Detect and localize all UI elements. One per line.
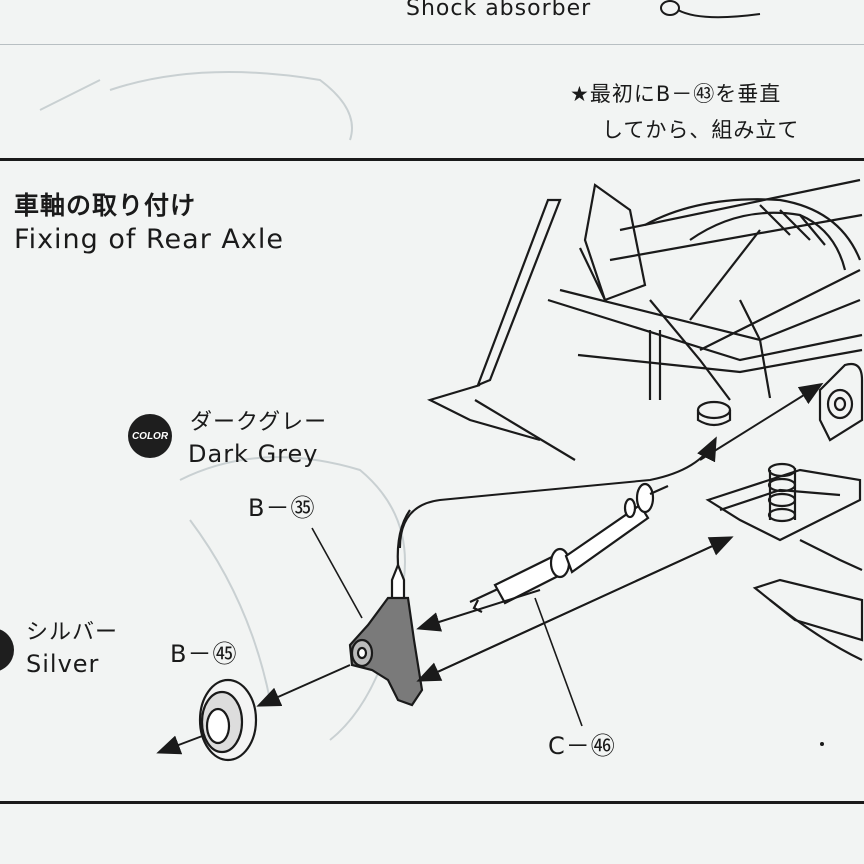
- upright-part-b35: [348, 509, 424, 707]
- show-through-sketch: [39, 71, 406, 741]
- shock-absorber-label: Shock absorber: [406, 0, 592, 21]
- color-dark-grey-en: Dark Grey: [188, 440, 319, 468]
- axle-part-c46: [469, 482, 669, 613]
- bottom-divider: [0, 801, 864, 804]
- thin-top-line: [0, 44, 864, 45]
- color-badge-icon-2: [0, 628, 14, 672]
- color-badge-icon: COLOR: [128, 414, 172, 458]
- color-silver-jp: シルバー: [26, 620, 119, 645]
- hub-part-b45: [198, 678, 258, 762]
- chassis-frame: [427, 178, 864, 661]
- color-silver-en: Silver: [26, 650, 100, 678]
- shock-absorber-drawing: [660, 0, 761, 19]
- assembly-arrows: [156, 382, 824, 755]
- section-title-jp: 車軸の取り付け: [14, 191, 197, 220]
- section-title-en: Fixing of Rear Axle: [14, 224, 284, 255]
- dot-mark: [820, 742, 824, 746]
- top-divider: [0, 158, 864, 161]
- part-label-b45: B－㊺: [170, 640, 238, 668]
- assembly-note-line1: ★最初にB－㊸を垂直: [570, 82, 782, 106]
- part-label-c46: C－㊻: [548, 732, 616, 760]
- leader-lines: [311, 527, 583, 727]
- assembly-note-line2: してから、組み立て: [602, 118, 800, 142]
- color-dark-grey-jp: ダークグレー: [190, 410, 328, 435]
- part-label-b35: B－㉟: [248, 494, 316, 522]
